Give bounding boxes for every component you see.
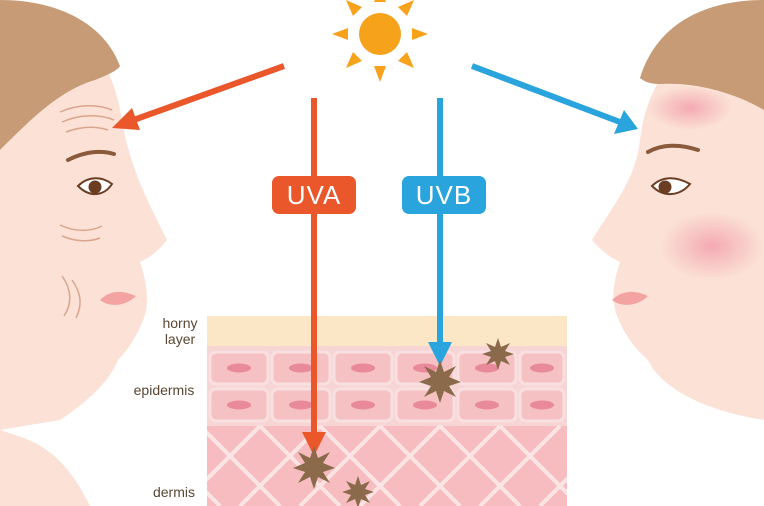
horny-layer-label: horny layer <box>162 315 198 347</box>
damage-marks <box>293 338 514 506</box>
dermis-layer <box>207 424 567 506</box>
blush-cheek <box>660 212 764 280</box>
damage-star <box>482 338 514 370</box>
damage-star <box>419 360 461 403</box>
uva-arrow-to-dermis <box>302 98 326 456</box>
hair-right <box>640 0 764 110</box>
uvb-badge: UVB <box>402 176 486 214</box>
damage-star <box>342 476 374 506</box>
hair-left <box>0 0 120 150</box>
blush-forehead <box>648 86 732 130</box>
aged-face-left <box>0 0 167 506</box>
uvb-arrow-to-epidermis <box>428 98 452 366</box>
skin-cross-section <box>207 316 567 506</box>
damage-star <box>293 446 335 489</box>
sun-icon <box>332 0 428 82</box>
lips-left <box>100 291 136 305</box>
uva-badge: UVA <box>272 176 356 214</box>
horny-layer <box>207 316 567 346</box>
uva-arrow-to-face <box>112 63 286 130</box>
epidermis-label: epidermis <box>133 382 195 398</box>
uvb-arrow-to-face <box>470 63 638 134</box>
dermis-label: dermis <box>152 484 195 500</box>
lips-right <box>612 291 648 305</box>
sunburned-face-right <box>592 0 764 420</box>
